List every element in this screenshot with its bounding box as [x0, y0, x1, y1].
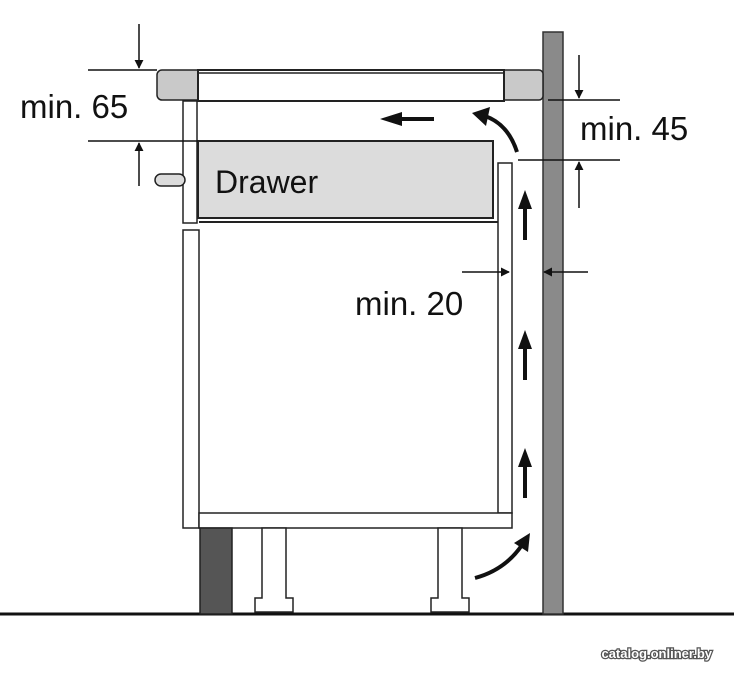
- curved-arrow-icon: [474, 543, 524, 580]
- side-wall: [542, 31, 564, 615]
- drawer-box: [197, 140, 494, 219]
- cabinet-leg-right: [430, 527, 470, 613]
- cabinet-side-upper: [182, 100, 198, 224]
- plinth: [199, 527, 233, 615]
- cabinet-back-panel: [497, 162, 513, 514]
- cabinet-bottom: [198, 512, 513, 529]
- cabinet-leg-left: [254, 527, 294, 613]
- hob: [197, 69, 505, 102]
- cabinet-front: [182, 229, 200, 529]
- drawer-handle: [154, 173, 186, 187]
- gap-back-label: min. 20: [355, 285, 463, 322]
- watermark: catalog.onliner.by: [601, 646, 712, 661]
- gap-wall-top-label: min. 45: [580, 110, 688, 147]
- curved-arrow-icon: [484, 114, 519, 153]
- gap-top-label: min. 65: [20, 88, 128, 125]
- drawer-label: Drawer: [215, 164, 318, 200]
- airflow-arrows: [380, 107, 532, 580]
